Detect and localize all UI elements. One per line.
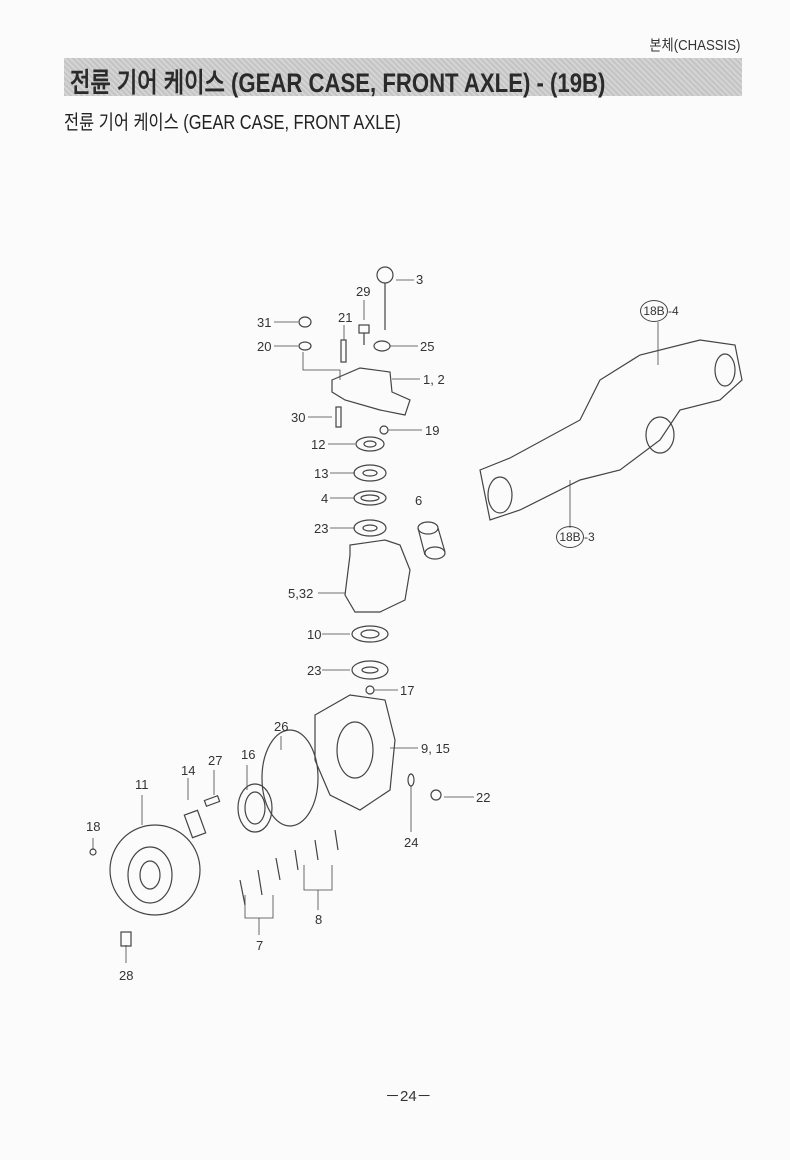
callout-label: 4 xyxy=(321,491,329,506)
page-title: 전륜 기어 케이스 (GEAR CASE, FRONT AXLE) - (19B… xyxy=(70,68,606,98)
leader-lines xyxy=(92,279,659,963)
callout-label: 25 xyxy=(420,339,435,354)
breather-plug-part xyxy=(376,266,394,330)
axle-housing-part xyxy=(479,339,743,521)
callout-label: 5,32 xyxy=(288,586,314,601)
callout-label: 7 xyxy=(256,938,264,953)
diagram-subtitle: 전륜 기어 케이스 (GEAR CASE, FRONT AXLE) xyxy=(64,112,401,134)
reference-code: 18B xyxy=(556,526,584,548)
reference-callout: 18B-3 xyxy=(556,526,595,548)
section-label: 본체(CHASSIS) xyxy=(648,37,740,54)
washer-part xyxy=(298,341,312,351)
cover-plate-part xyxy=(331,367,411,416)
bolt-small-part xyxy=(365,685,375,695)
bolt-18-part xyxy=(89,848,97,856)
callout-label: 10 xyxy=(307,627,322,642)
callout-label: 20 xyxy=(257,339,272,354)
callout-label: 19 xyxy=(425,423,440,438)
seal-stack-part xyxy=(351,436,389,680)
housing-part xyxy=(314,694,396,811)
callout-label: 18 xyxy=(86,819,101,834)
callout-label: 23 xyxy=(314,521,329,536)
reference-suffix: -4 xyxy=(668,304,679,318)
oring-small-part xyxy=(407,773,415,787)
callout-label: 1, 2 xyxy=(423,372,445,387)
final-cover-part xyxy=(109,824,201,916)
callout-label: 29 xyxy=(356,284,371,299)
oring-part xyxy=(373,340,391,352)
gear-case-part xyxy=(344,539,411,613)
title-banner: 전륜 기어 케이스 (GEAR CASE, FRONT AXLE) - (19B… xyxy=(64,58,742,98)
pin-part xyxy=(340,339,347,363)
page-number: －24－ xyxy=(385,1088,432,1105)
nut-part xyxy=(298,316,312,328)
callout-label: 27 xyxy=(208,753,223,768)
plug-side-part xyxy=(430,789,442,801)
callout-label: 17 xyxy=(400,683,415,698)
callout-label: 3 xyxy=(416,272,424,287)
lock-plate-part xyxy=(183,809,207,839)
bolt-part xyxy=(358,324,370,345)
reference-code: 18B xyxy=(640,300,668,322)
callout-label: 30 xyxy=(291,410,306,425)
callout-label: 12 xyxy=(311,437,326,452)
callout-label: 26 xyxy=(274,719,289,734)
bushing-part xyxy=(417,521,446,560)
bolt-28-part xyxy=(120,931,132,947)
reference-callout: 18B-4 xyxy=(640,300,679,322)
bolt-27-part xyxy=(203,795,221,807)
callout-label: 8 xyxy=(315,912,323,927)
callout-label: 31 xyxy=(257,315,272,330)
callout-label: 28 xyxy=(119,968,134,983)
callout-label: 24 xyxy=(404,835,419,850)
reference-suffix: -3 xyxy=(584,530,595,544)
stud-part xyxy=(335,406,342,428)
shim-parts xyxy=(239,829,339,906)
callout-label: 21 xyxy=(338,310,353,325)
callout-label: 23 xyxy=(307,663,322,678)
callout-label: 9, 15 xyxy=(421,741,450,756)
plug-part xyxy=(379,425,389,435)
callout-label: 6 xyxy=(415,493,423,508)
bearing-part xyxy=(237,783,273,833)
callout-label: 22 xyxy=(476,790,491,805)
callout-label: 11 xyxy=(135,777,149,792)
callout-label: 14 xyxy=(181,763,196,778)
callout-label: 13 xyxy=(314,466,329,481)
callout-label: 16 xyxy=(241,747,256,762)
gasket-ring-part xyxy=(261,729,319,827)
